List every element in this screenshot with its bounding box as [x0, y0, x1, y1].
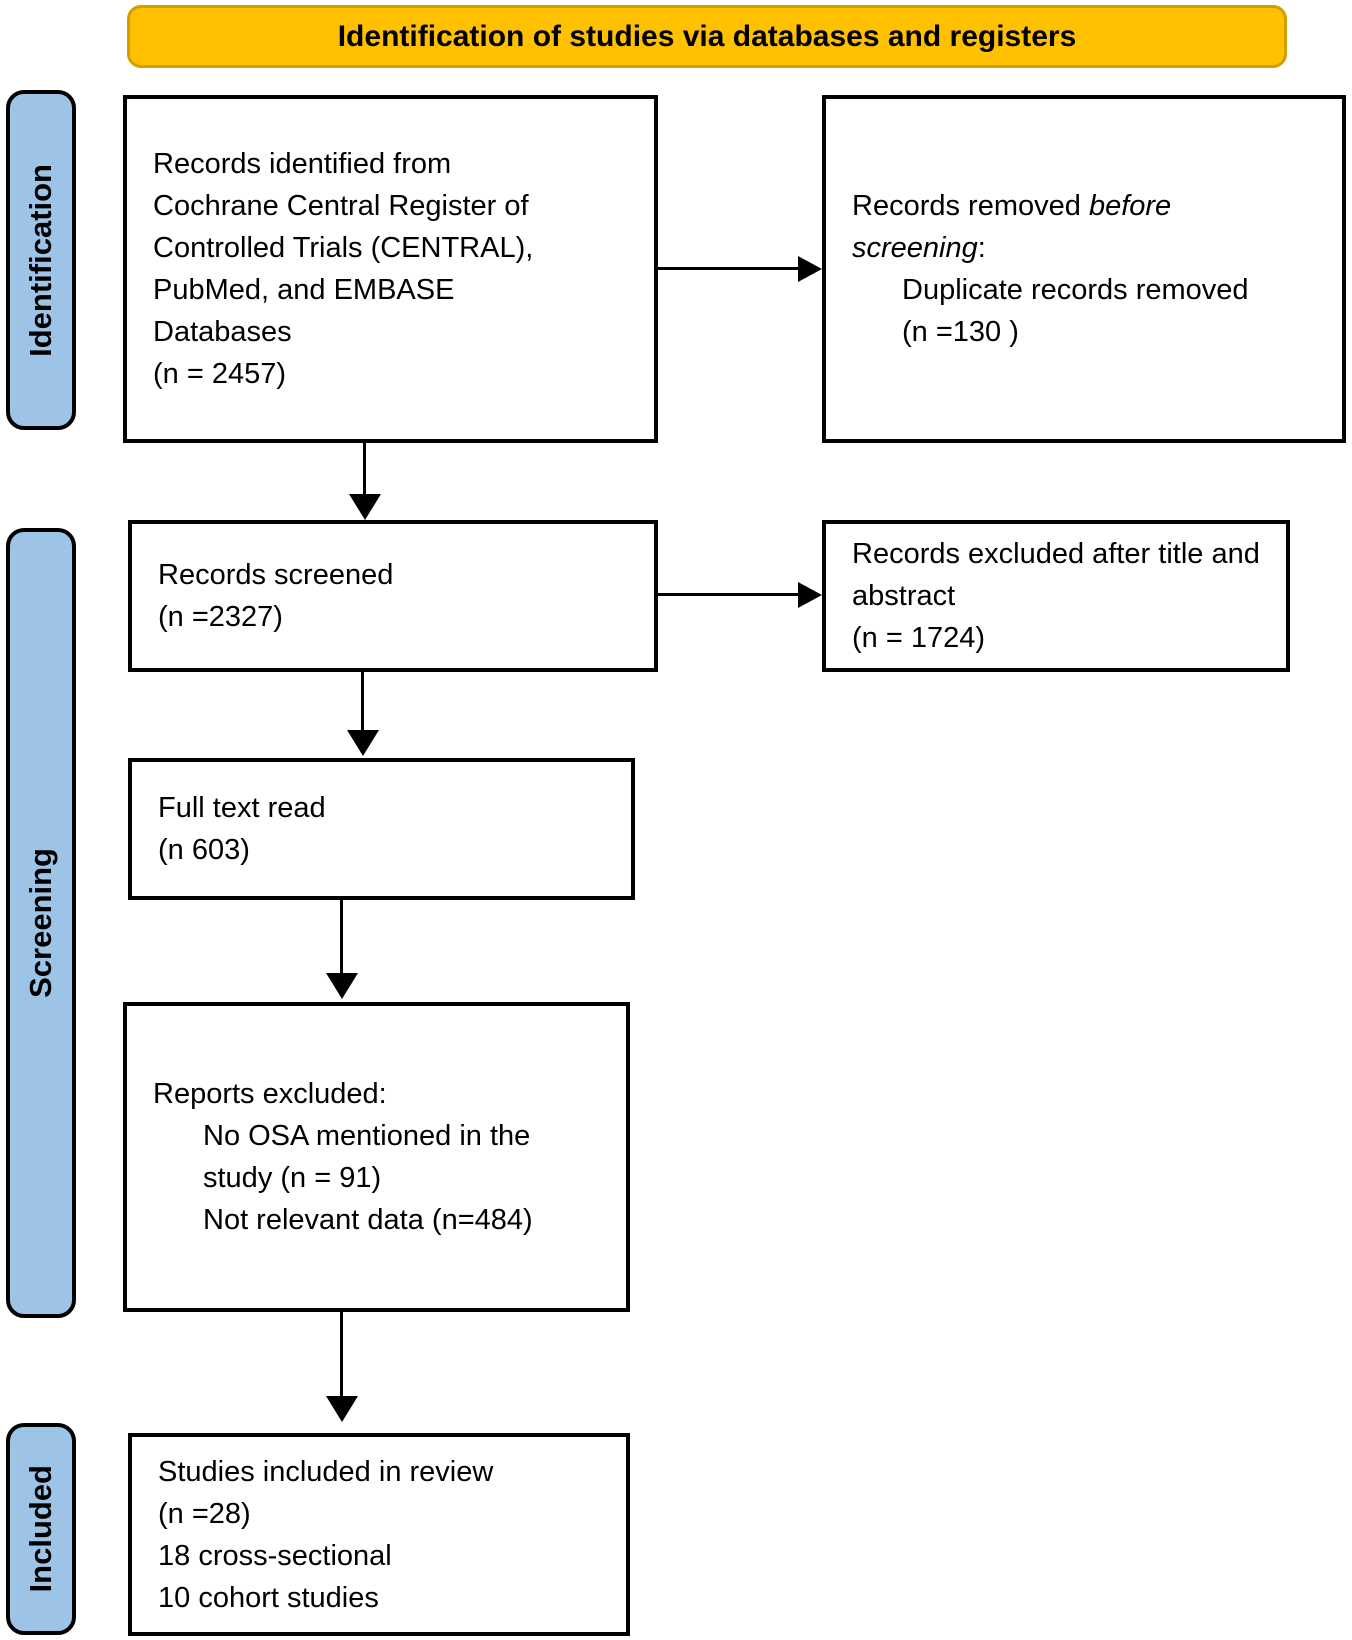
- box-reports-excluded: Reports excluded: No OSA mentioned in th…: [123, 1002, 630, 1312]
- records-screened-text: Records screened(n =2327): [158, 559, 394, 633]
- arrow-fulltext-to-reports-excluded: [326, 900, 358, 999]
- arrow-head: [347, 730, 379, 756]
- stage-included: Included: [6, 1423, 76, 1635]
- stage-included-label: Included: [23, 1465, 58, 1593]
- arrow-screened-to-excluded: [658, 582, 822, 608]
- stage-screening-label: Screening: [23, 848, 58, 998]
- records-removed-items: Duplicate records removed(n =130 ): [902, 274, 1249, 348]
- arrow-head: [349, 494, 381, 520]
- arrow-shaft: [658, 267, 802, 270]
- studies-included-text: Studies included in review(n =28)18 cros…: [158, 1455, 494, 1614]
- box-records-removed: Records removed before screening: Duplic…: [822, 95, 1346, 443]
- stage-identification: Identification: [6, 90, 76, 430]
- arrow-head: [798, 582, 822, 608]
- stage-screening: Screening: [6, 528, 76, 1318]
- reports-excluded-heading: Reports excluded:: [153, 1078, 387, 1110]
- stage-identification-label: Identification: [23, 163, 58, 357]
- records-removed-italic: before screening: [852, 190, 1172, 264]
- box-full-text-read: Full text read(n 603): [128, 758, 635, 900]
- arrow-shaft: [340, 900, 343, 977]
- records-removed-prefix: Records removed: [852, 190, 1089, 222]
- arrow-shaft: [361, 672, 364, 734]
- banner-title: Identification of studies via databases …: [127, 5, 1287, 68]
- arrow-head: [326, 973, 358, 999]
- box-studies-included: Studies included in review(n =28)18 cros…: [128, 1433, 630, 1636]
- arrow-shaft: [363, 443, 366, 498]
- full-text-read-text: Full text read(n 603): [158, 792, 326, 866]
- arrow-reports-to-included: [326, 1312, 358, 1422]
- arrow-screened-to-fulltext: [347, 672, 379, 756]
- arrow-shaft: [340, 1312, 343, 1400]
- arrow-identified-to-screened: [349, 443, 381, 520]
- arrow-head: [798, 256, 822, 282]
- records-removed-heading: Records removed before screening:: [852, 185, 1302, 269]
- arrow-shaft: [658, 593, 802, 596]
- records-removed-suffix: :: [977, 232, 986, 264]
- arrow-head: [326, 1396, 358, 1422]
- arrow-identified-to-removed: [658, 256, 822, 282]
- box-records-screened: Records screened(n =2327): [128, 520, 658, 672]
